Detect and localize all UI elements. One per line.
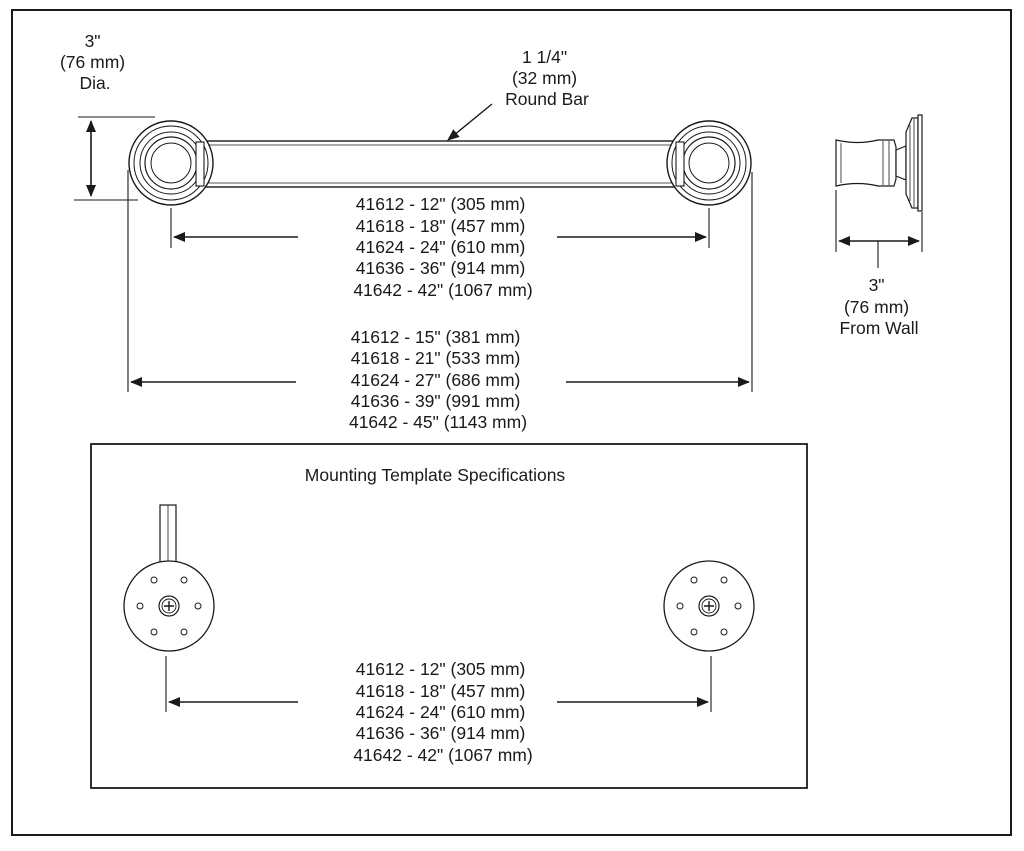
inner-length-dimension: [170, 208, 710, 248]
left-flange: [128, 120, 214, 206]
right-template-flange: [663, 560, 755, 652]
wall-distance-label: 3" (76 mm) From Wall: [839, 275, 918, 338]
mounting-template-box: [90, 443, 808, 789]
wall-distance-dimension: [835, 190, 923, 268]
outer-frame: [11, 9, 1012, 836]
diameter-label: 3" (76 mm) Dia.: [60, 31, 130, 93]
inner-length-labels: 41612 - 12" (305 mm) 41618 - 18" (457 mm…: [353, 194, 532, 300]
template-title: Mounting Template Specifications: [305, 465, 566, 485]
template-length-dimension: [165, 656, 712, 712]
overall-length-labels: 41612 - 15" (381 mm) 41618 - 21" (533 mm…: [349, 327, 527, 432]
left-template-flange: [123, 504, 215, 652]
round-bar: [199, 140, 681, 188]
grab-bar-side-view: [835, 114, 923, 212]
bar-label: 1 1/4" (32 mm) Round Bar: [505, 47, 589, 109]
grab-bar-front-view: [128, 120, 752, 206]
overall-length-dimension: [127, 170, 753, 392]
template-length-labels: 41612 - 12" (305 mm) 41618 - 18" (457 mm…: [353, 659, 532, 765]
bar-leader-arrow: [447, 103, 493, 141]
diameter-dimension: [74, 116, 155, 201]
